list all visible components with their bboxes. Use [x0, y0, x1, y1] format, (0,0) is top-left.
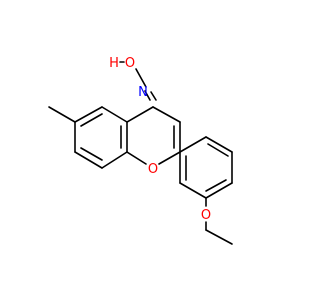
bond-ar3-ar4-inner — [205, 179, 227, 192]
bond-c5-c6 — [74, 106, 103, 123]
methoxy-o-label: O — [201, 208, 211, 223]
bond-c4-n-a — [144, 90, 151, 101]
bond-ar3-ar4 — [205, 182, 233, 199]
bond-o1-c8a — [126, 151, 147, 165]
bond-methoxy-ch3 — [205, 229, 233, 245]
bond-n-o — [135, 68, 147, 88]
bond-ar4-ar5 — [179, 182, 207, 199]
bond-ar1-ar2-inner — [207, 143, 229, 157]
bond-c7-c8 — [74, 151, 103, 169]
ring-o-label: O — [148, 162, 158, 177]
bond-c4-c3 — [152, 106, 181, 123]
bond-c6-methyl — [48, 106, 76, 123]
bond-c4-n-b — [150, 91, 157, 101]
bond-c4a-c5 — [101, 106, 128, 123]
bond-c7-c8-inner — [80, 147, 103, 161]
bond-c2-aryl — [179, 136, 207, 153]
bond-c5-c6-inner — [80, 113, 103, 127]
hydroxyl-o-label: O — [125, 56, 135, 71]
oxime-n-label: N — [138, 85, 148, 100]
molecule-structure-diagram: H O N O O — [48, 56, 233, 245]
hydroxyl-h-label: H — [109, 56, 119, 71]
bond-ar1-ar2 — [205, 136, 233, 153]
bond-c2-o1 — [158, 151, 181, 165]
bond-c4a-c4 — [126, 106, 154, 123]
bond-c8-c8a — [101, 151, 128, 169]
